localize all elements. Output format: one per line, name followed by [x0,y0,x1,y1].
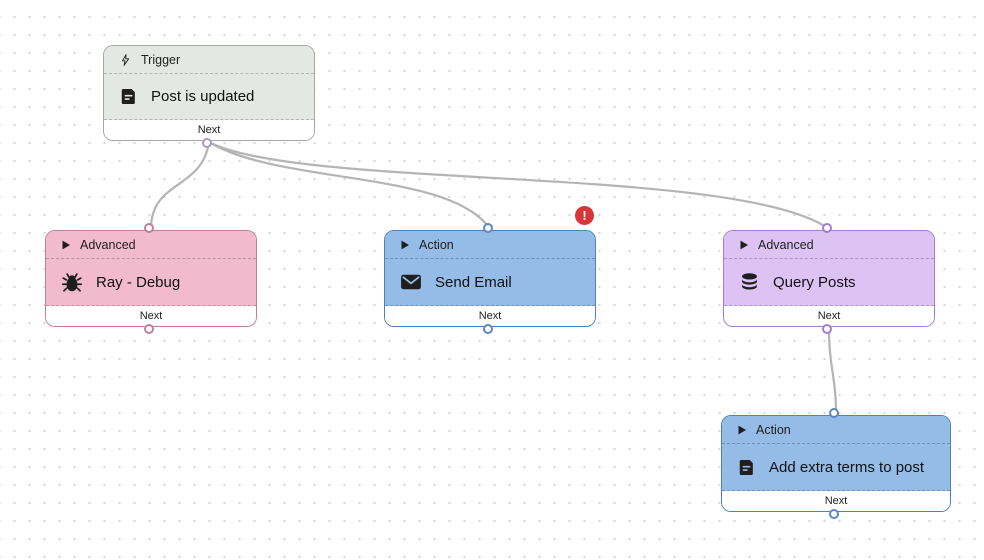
input-handle[interactable] [144,223,154,233]
node-ray-debug[interactable]: Advanced Ray - Debug Next [45,223,257,334]
next-port-label: Next [197,124,221,136]
node-footer: Next [46,306,256,326]
node-footer: Next [104,120,314,140]
post-document-icon [119,87,138,106]
output-handle[interactable] [822,324,832,334]
edge-trigger-to-send-email [207,140,492,231]
node-header-label: Action [419,237,454,252]
input-handle[interactable] [483,223,493,233]
play-triangle-icon [400,240,410,250]
node-header: Action [722,416,950,444]
node-header: Trigger [104,46,314,74]
node-footer: Next [724,306,934,326]
node-footer: Next [385,306,595,326]
node-send-email[interactable]: Action Send Email Next ! [384,206,596,334]
input-handle[interactable] [829,408,839,418]
node-title: Query Posts [773,273,856,291]
node-header: Advanced [46,231,256,259]
bug-icon [61,272,83,293]
output-handle[interactable] [202,138,212,148]
node-title: Ray - Debug [96,273,181,291]
next-port-label: Next [824,495,848,507]
post-document-icon [737,458,756,477]
next-port-label: Next [817,310,841,322]
node-body: Post is updated [104,74,314,120]
node-header: Action [385,231,595,259]
node-header-label: Advanced [80,237,136,252]
node-header: Advanced [724,231,934,259]
node-header-label: Trigger [141,52,181,67]
next-port-label: Next [478,310,502,322]
node-title: Add extra terms to post [769,458,925,476]
error-badge[interactable]: ! [575,206,594,225]
node-add-extra-terms-to-post[interactable]: Action Add extra terms to post Next [721,408,951,519]
play-triangle-icon [739,240,749,250]
input-handle[interactable] [822,223,832,233]
play-triangle-icon [61,240,71,250]
envelope-icon [400,273,422,291]
edge-trigger-to-ray-debug [149,140,211,231]
edge-query-posts-to-add-extra-terms [827,326,838,416]
node-title: Send Email [435,273,512,291]
exclamation-icon: ! [582,208,587,223]
lightning-icon [119,53,132,67]
node-header-label: Advanced [758,237,814,252]
play-triangle-icon [737,425,747,435]
node-query-posts[interactable]: Advanced Query Posts Next [723,223,935,334]
node-body: Send Email [385,259,595,306]
node-body: Add extra terms to post [722,444,950,491]
node-body: Query Posts [724,259,934,306]
database-icon [739,272,760,293]
node-title: Post is updated [151,88,255,105]
output-handle[interactable] [144,324,154,334]
output-handle[interactable] [483,324,493,334]
node-header-label: Action [756,422,791,437]
edge-trigger-to-query-posts [207,140,831,231]
node-post-is-updated[interactable]: Trigger Post is updated Next [103,45,315,148]
next-port-label: Next [139,310,163,322]
node-footer: Next [722,491,950,511]
node-body: Ray - Debug [46,259,256,306]
output-handle[interactable] [829,509,839,519]
